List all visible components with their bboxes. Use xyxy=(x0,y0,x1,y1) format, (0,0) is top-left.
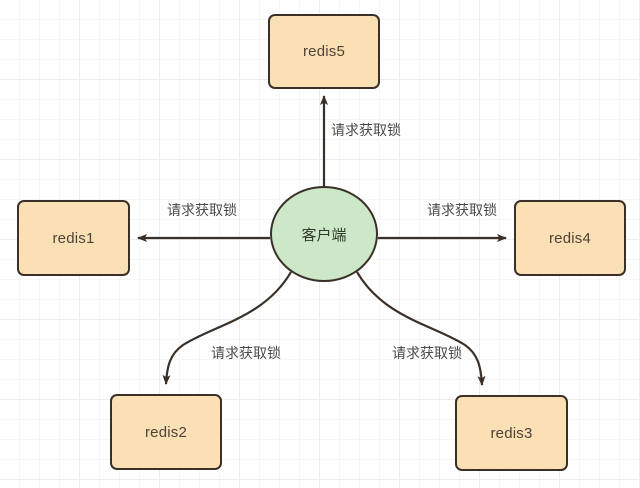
node-client-label: 客户端 xyxy=(301,226,347,244)
node-redis1-label: redis1 xyxy=(52,229,95,247)
edge-label-client-to-redis3: 请求获取锁 xyxy=(392,345,462,361)
node-redis3[interactable]: redis3 xyxy=(455,395,568,471)
edge-label-client-to-redis1: 请求获取锁 xyxy=(167,202,237,218)
node-redis5[interactable]: redis5 xyxy=(268,14,380,89)
edge-label-client-to-redis4: 请求获取锁 xyxy=(427,202,497,218)
node-redis2-label: redis2 xyxy=(144,423,188,441)
edge-client-to-redis3 xyxy=(356,271,486,386)
node-redis3-label: redis3 xyxy=(490,424,533,442)
node-redis4[interactable]: redis4 xyxy=(514,200,626,276)
node-redis1[interactable]: redis1 xyxy=(17,200,130,276)
edge-label-client-to-redis5: 请求获取锁 xyxy=(331,122,401,138)
edge-label-client-to-redis2: 请求获取锁 xyxy=(211,345,281,361)
node-redis2[interactable]: redis2 xyxy=(110,394,222,470)
node-redis4-label: redis4 xyxy=(548,229,592,247)
node-redis5-label: redis5 xyxy=(302,43,346,60)
edge-client-to-redis2 xyxy=(162,271,292,385)
node-client[interactable]: 客户端 xyxy=(270,186,378,282)
